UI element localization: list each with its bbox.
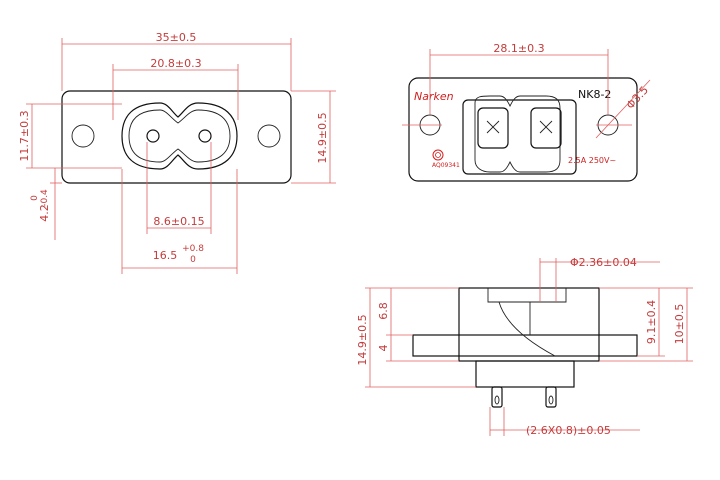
dim-front-inner-width-upper: +0.8 [182, 244, 204, 254]
dim-front-inner-width-main: 16.5 [153, 249, 178, 262]
dim-side-flange-b: 4 [377, 345, 390, 352]
ccc-mark-icon [432, 149, 444, 161]
dim-front-inner-width-lower: 0 [190, 255, 196, 265]
rear-housing [408, 77, 638, 182]
front-socket-inner [128, 109, 231, 163]
front-mount-hole-right [257, 124, 281, 148]
front-view: 35±0.5 20.8±0.3 11.7±0.3 14.9±0.5 4.2 0 … [18, 31, 336, 274]
rear-brand: Narken [414, 90, 454, 103]
dim-front-offset-upper: 0 [30, 195, 40, 201]
side-cutout-top [487, 288, 567, 303]
dim-front-width: 35±0.5 [156, 31, 197, 44]
dim-front-height: 11.7±0.3 [18, 110, 31, 161]
side-view: Φ2.36±0.04 14.9±0.5 6.8 4 9.1±0.4 10±0.5… [356, 256, 693, 437]
dim-rear-width: 28.1±0.3 [493, 42, 544, 55]
side-body [458, 287, 600, 362]
screw-cross-left-icon [486, 120, 500, 134]
side-lower-housing [475, 360, 575, 388]
dim-side-slot: (2.6X0.8)±0.05 [526, 424, 611, 437]
rear-terminal-outline [474, 95, 561, 173]
dim-side-pin-dia: Φ2.36±0.04 [570, 256, 637, 269]
screw-cross-right-icon [539, 120, 553, 134]
dim-side-flange-a: 6.8 [377, 302, 390, 320]
rear-terminal-left [477, 107, 509, 149]
dim-front-offset-lower: -0.4 [40, 189, 50, 207]
rear-cert-code: AQ09341 [432, 162, 460, 169]
dim-leader-hole [595, 79, 651, 139]
dim-front-offset-main: 4.2 [38, 204, 51, 222]
front-pin-right [198, 129, 212, 143]
rear-terminal-block [462, 99, 577, 175]
side-terminal-right [545, 386, 557, 408]
rear-terminal-right [530, 107, 562, 149]
dim-front-opening: 20.8±0.3 [150, 57, 201, 70]
dim-side-depth: 9.1±0.4 [645, 300, 658, 344]
front-socket-opening [121, 102, 238, 170]
rear-model: NK8-2 [578, 88, 611, 101]
dim-front-body-height: 14.9±0.5 [316, 112, 329, 163]
rear-view: Narken NK8-2 AQ09341 2.5A 250V~ 28.1±0.3… [402, 42, 651, 182]
side-terminal-slot-right [548, 395, 554, 405]
side-flange [412, 334, 638, 357]
dim-front-pin-pitch: 8.6±0.15 [153, 215, 204, 228]
front-mount-hole-left [71, 124, 95, 148]
dim-side-depth-b: 10±0.5 [673, 304, 686, 345]
front-pin-left [146, 129, 160, 143]
rear-rating: 2.5A 250V~ [568, 156, 616, 165]
side-curve [498, 301, 556, 357]
side-terminal-slot-left [494, 395, 500, 405]
dim-side-height: 14.9±0.5 [356, 314, 369, 365]
front-flange [61, 90, 292, 184]
side-terminal-left [491, 386, 503, 408]
